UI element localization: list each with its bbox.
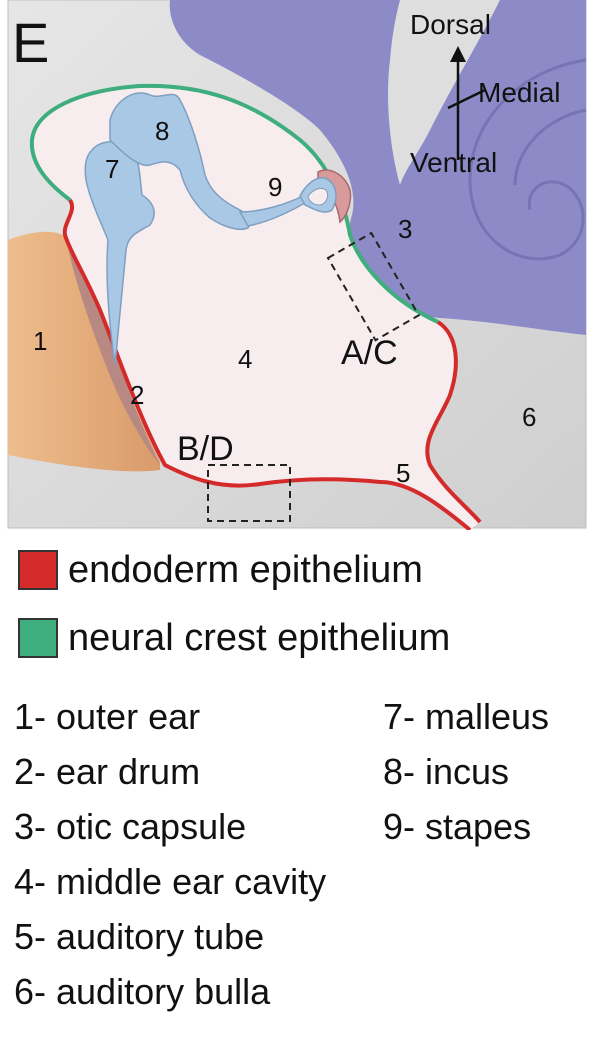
key-item: 3- otic capsule [14, 805, 246, 849]
neural-crest-label: neural crest epithelium [68, 616, 450, 660]
panel-letter: E [12, 11, 49, 74]
label-ac: A/C [341, 334, 398, 372]
label-bd: B/D [177, 430, 234, 468]
orientation-ventral: Ventral [410, 147, 497, 178]
key-item: 2- ear drum [14, 750, 200, 794]
key-item: 9- stapes [383, 805, 531, 849]
key-item: 1- outer ear [14, 695, 200, 739]
key-item: 4- middle ear cavity [14, 860, 326, 904]
orientation-medial: Medial [478, 77, 560, 108]
orientation-dorsal: Dorsal [410, 9, 491, 40]
ear-diagram: E Dorsal Medial Ventral 1 2 3 4 5 6 7 8 … [0, 0, 595, 530]
key-item: 5- auditory tube [14, 915, 264, 959]
neural-crest-swatch [18, 618, 58, 658]
label-8: 8 [155, 116, 169, 146]
legend-neural-crest: neural crest epithelium [18, 616, 450, 660]
label-7: 7 [105, 154, 119, 184]
endoderm-swatch [18, 550, 58, 590]
key-item: 7- malleus [383, 695, 549, 739]
key-item: 6- auditory bulla [14, 970, 270, 1014]
endoderm-label: endoderm epithelium [68, 548, 423, 592]
label-5: 5 [396, 458, 410, 488]
label-9: 9 [268, 172, 282, 202]
legend-endoderm: endoderm epithelium [18, 548, 423, 592]
key-item: 8- incus [383, 750, 509, 794]
label-6: 6 [522, 402, 536, 432]
label-4: 4 [238, 344, 252, 374]
label-1: 1 [33, 326, 47, 356]
label-2: 2 [130, 380, 144, 410]
label-3: 3 [398, 214, 412, 244]
